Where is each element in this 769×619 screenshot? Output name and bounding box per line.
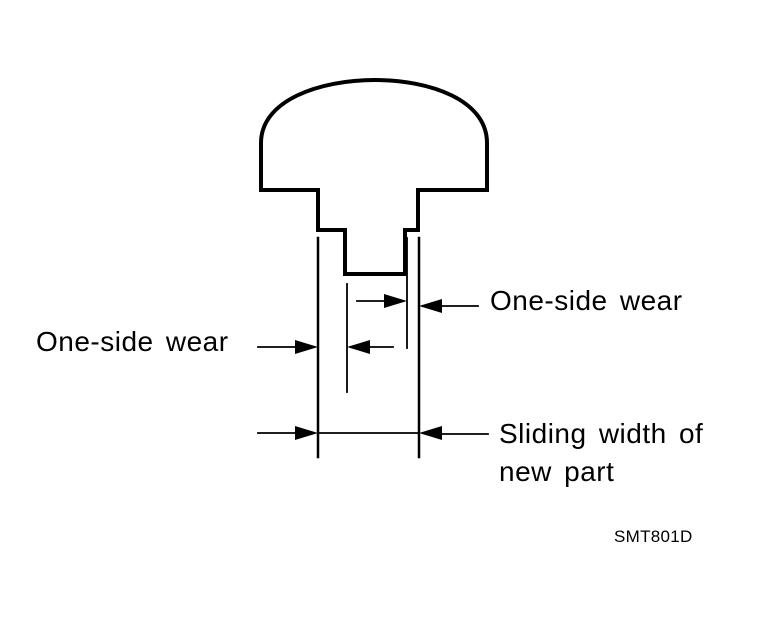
sliding-width-label-line2: new part (499, 456, 615, 487)
sliding-width-label-line1: Sliding width of (499, 418, 704, 449)
one-side-wear-right-label: One-side wear (490, 285, 683, 316)
figure-code: SMT801D (614, 527, 693, 546)
one-side-wear-left-label: One-side wear (36, 326, 229, 357)
sliding-width-dimension (257, 426, 489, 440)
right-wear-dimension (356, 294, 479, 313)
left-wear-dimension (257, 340, 394, 354)
part-outline (259, 77, 489, 276)
